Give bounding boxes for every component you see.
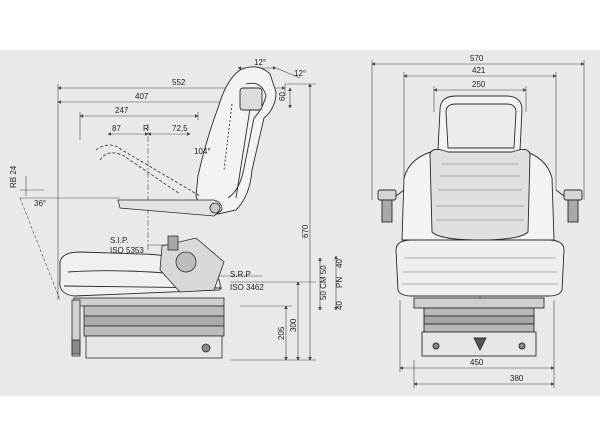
drawing-sheet: 552 407 247 87 R 72,5 12° 12° 60 104° RB…	[0, 50, 600, 396]
seat-cushion-front	[395, 239, 565, 297]
sip-standard: ISO 5353	[110, 246, 144, 255]
side-view	[19, 66, 338, 361]
dim-247: 247	[115, 106, 129, 115]
front-view	[371, 60, 585, 388]
sip-label: S.I.P.	[110, 236, 129, 245]
dim-104-deg: 104°	[194, 147, 211, 156]
dim-50-cm-50: 50 CM 50	[319, 265, 328, 300]
dim-421: 421	[472, 66, 486, 75]
dimension-lines-side	[19, 66, 338, 361]
armrests-front	[377, 189, 583, 223]
dim-r: R	[143, 124, 149, 133]
dim-380: 380	[510, 374, 524, 383]
dim-72-5: 72,5	[172, 124, 188, 133]
dim-407: 407	[135, 92, 149, 101]
srp-standard: ISO 3462	[230, 283, 264, 292]
dim-205: 205	[277, 326, 286, 340]
dim-40-top: 40	[335, 259, 344, 268]
suspension-front	[413, 297, 545, 357]
dim-250: 250	[472, 80, 486, 89]
dim-670: 670	[301, 224, 310, 238]
backrest-side	[195, 66, 277, 215]
srp-label: S.R.P	[230, 270, 251, 279]
dim-60: 60	[278, 92, 287, 101]
technical-drawing: 552 407 247 87 R 72,5 12° 12° 60 104° RB…	[9, 54, 585, 388]
side-view-labels: 552 407 247 87 R 72,5 12° 12° 60 104° RB…	[9, 58, 344, 340]
dim-450: 450	[470, 358, 484, 367]
suspension-side	[71, 235, 225, 359]
dim-rb-24: RB 24	[9, 165, 18, 188]
dim-40-bottom: 40	[335, 301, 344, 310]
dim-pn: PN	[335, 277, 344, 288]
dim-12-deg-right: 12°	[294, 69, 306, 78]
backrest-front	[401, 95, 555, 241]
armrest-side	[95, 144, 223, 217]
front-view-labels: 570 421 250 450 380	[470, 54, 524, 383]
dim-552: 552	[172, 78, 186, 87]
dim-36-deg: 36°	[34, 199, 46, 208]
dim-300: 300	[289, 318, 298, 332]
dim-87: 87	[112, 124, 121, 133]
dim-12-deg-left: 12°	[254, 58, 266, 67]
dim-570: 570	[470, 54, 484, 63]
